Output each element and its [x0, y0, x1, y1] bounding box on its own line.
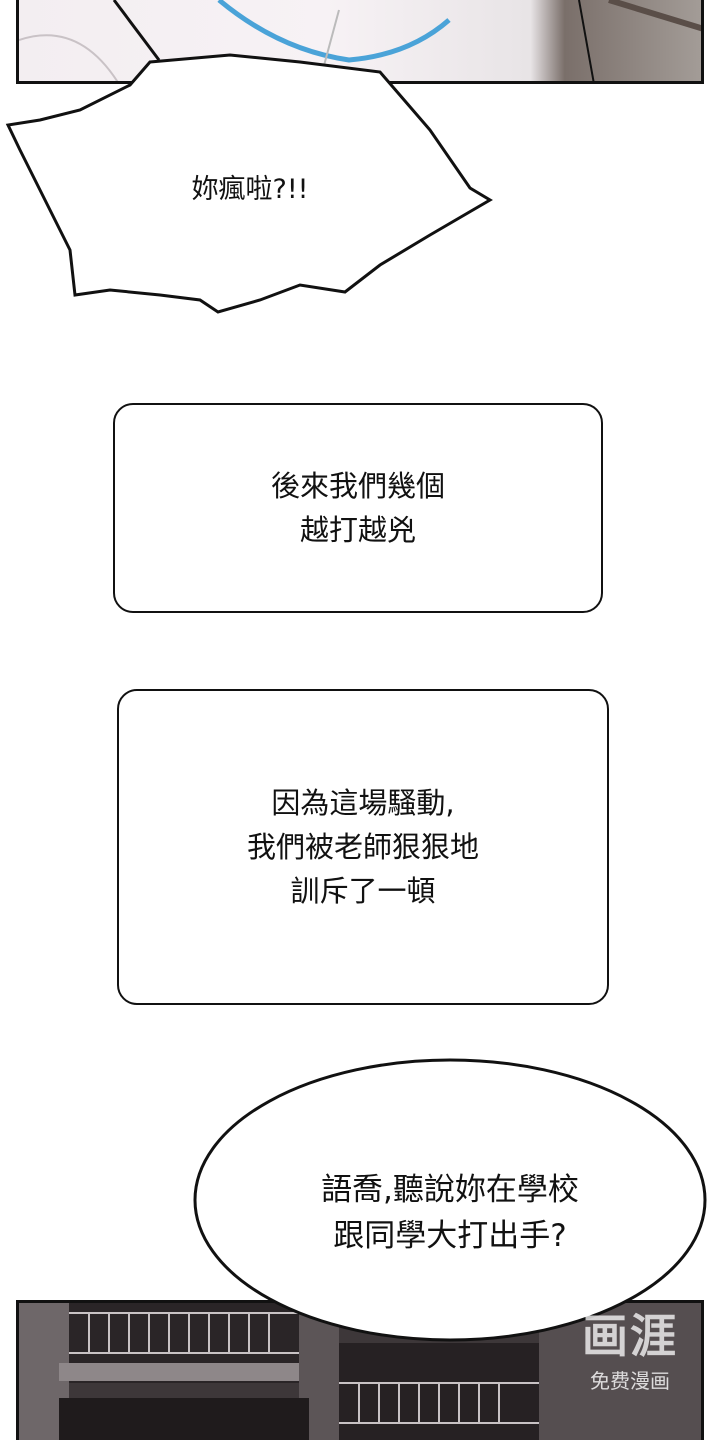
- watermark-main-text: 画涯: [582, 1309, 678, 1363]
- narration-2-line-2: 我們被老師狠狠地: [246, 830, 479, 864]
- narration-2-line-3: 訓斥了一頓: [290, 874, 436, 908]
- shout-bubble-text: 妳瘋啦?!!: [191, 174, 309, 205]
- narration-box-1: 後來我們幾個 越打越兇: [113, 403, 603, 613]
- oval-bubble-line-1: 語喬,聽說妳在學校: [321, 1172, 579, 1208]
- narration-1-line-1: 後來我們幾個: [270, 469, 445, 503]
- shout-bubble-shape: [5, 53, 493, 314]
- oval-bubble-line-2: 跟同學大打出手?: [333, 1218, 567, 1254]
- top-panel-illustration: [19, 0, 701, 81]
- watermark-logo: 画涯 免费漫画: [560, 1306, 700, 1416]
- narration-2-line-1: 因為這場騷動,: [271, 786, 455, 820]
- narration-1-line-2: 越打越兇: [299, 513, 416, 547]
- watermark-sub-text: 免费漫画: [590, 1369, 670, 1393]
- narration-box-2: 因為這場騷動, 我們被老師狠狠地 訓斥了一頓: [117, 689, 609, 1005]
